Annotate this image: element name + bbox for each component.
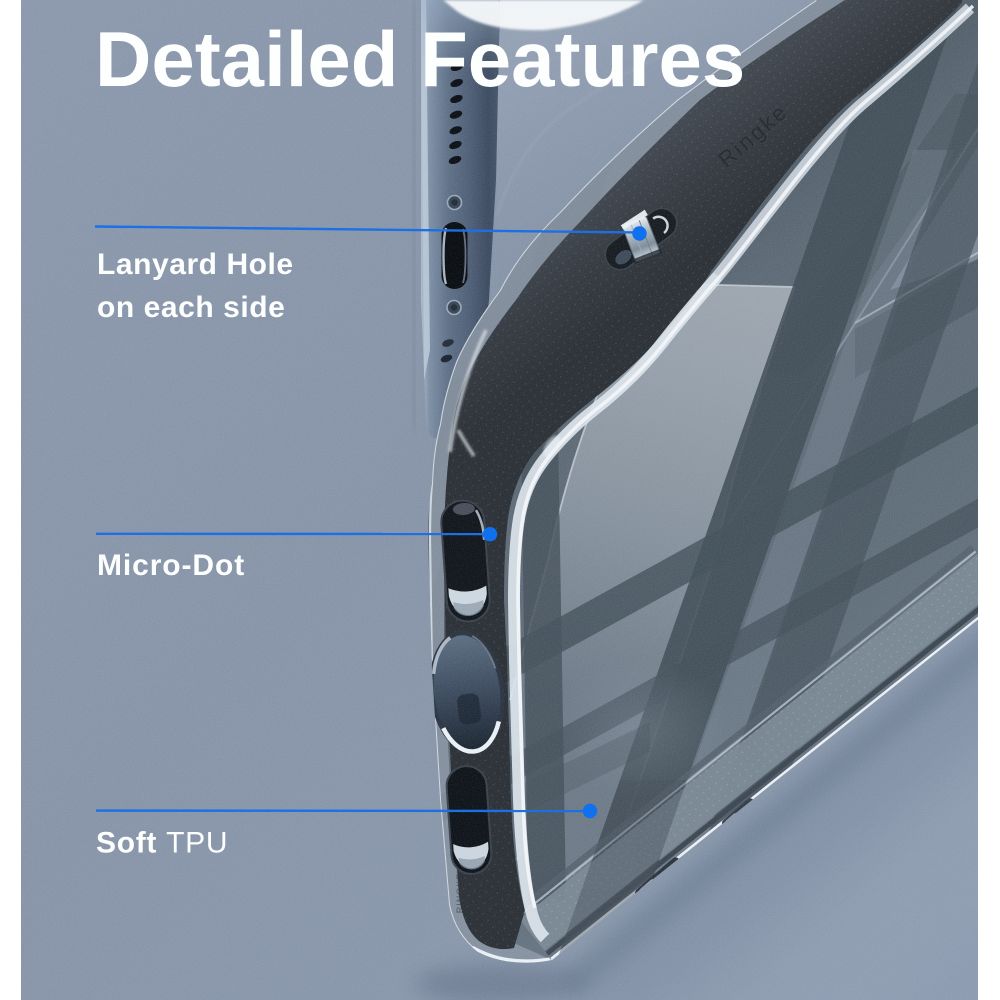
svg-text:Micro-Dot: Micro-Dot bbox=[97, 549, 245, 582]
svg-text:Lanyard Hole: Lanyard Hole bbox=[97, 248, 294, 281]
svg-text:on each side: on each side bbox=[97, 291, 285, 324]
svg-text:Soft TPU: Soft TPU bbox=[96, 827, 228, 860]
svg-text:Detailed Features: Detailed Features bbox=[95, 15, 745, 103]
